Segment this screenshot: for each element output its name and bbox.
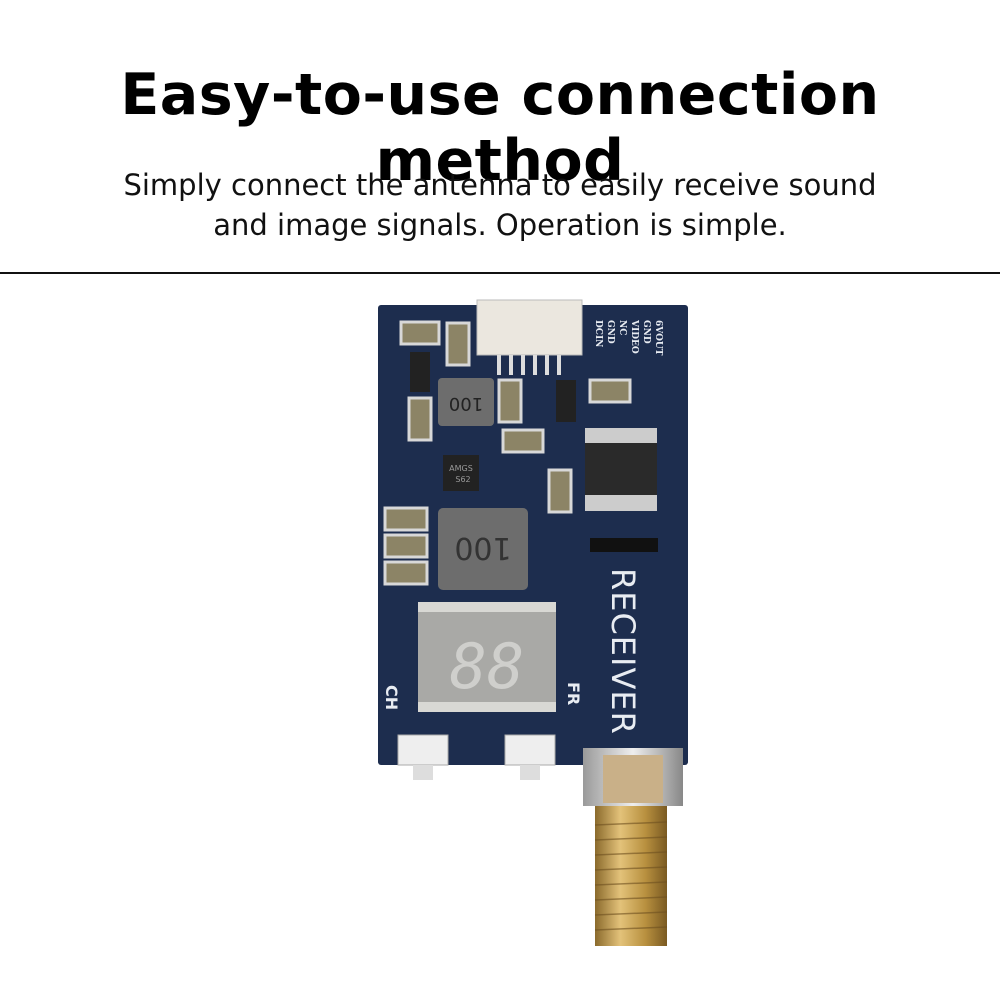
fr-label: FR — [564, 682, 583, 705]
pin-label: GND — [605, 320, 615, 344]
subtitle-line-1: Simply connect the antenna to easily rec… — [123, 168, 877, 202]
pin-label: VIDEO — [629, 319, 639, 354]
divider — [0, 272, 1000, 274]
subtitle-line-2: and image signals. Operation is simple. — [213, 208, 787, 242]
ch-label: CH — [382, 685, 401, 710]
pin-label: DCIN — [593, 320, 603, 347]
ch-button — [397, 734, 449, 780]
inductor-marking: 100 — [454, 530, 511, 565]
chip-marking: S62 — [455, 475, 470, 484]
board-label: RECEIVER — [604, 568, 642, 735]
pin-label: NC — [617, 320, 627, 335]
page-title: Easy-to-use connection method — [120, 62, 880, 194]
pin-label: 6VOUT — [653, 320, 663, 356]
sma-antenna-connector — [595, 806, 667, 946]
fr-button — [504, 734, 556, 780]
chip-marking: AMGS — [449, 464, 473, 473]
pin-label: GND — [641, 320, 651, 344]
inductor-marking: 100 — [449, 393, 483, 414]
pin-header-connector — [476, 299, 583, 356]
seven-segment-display: 88 — [450, 630, 525, 703]
